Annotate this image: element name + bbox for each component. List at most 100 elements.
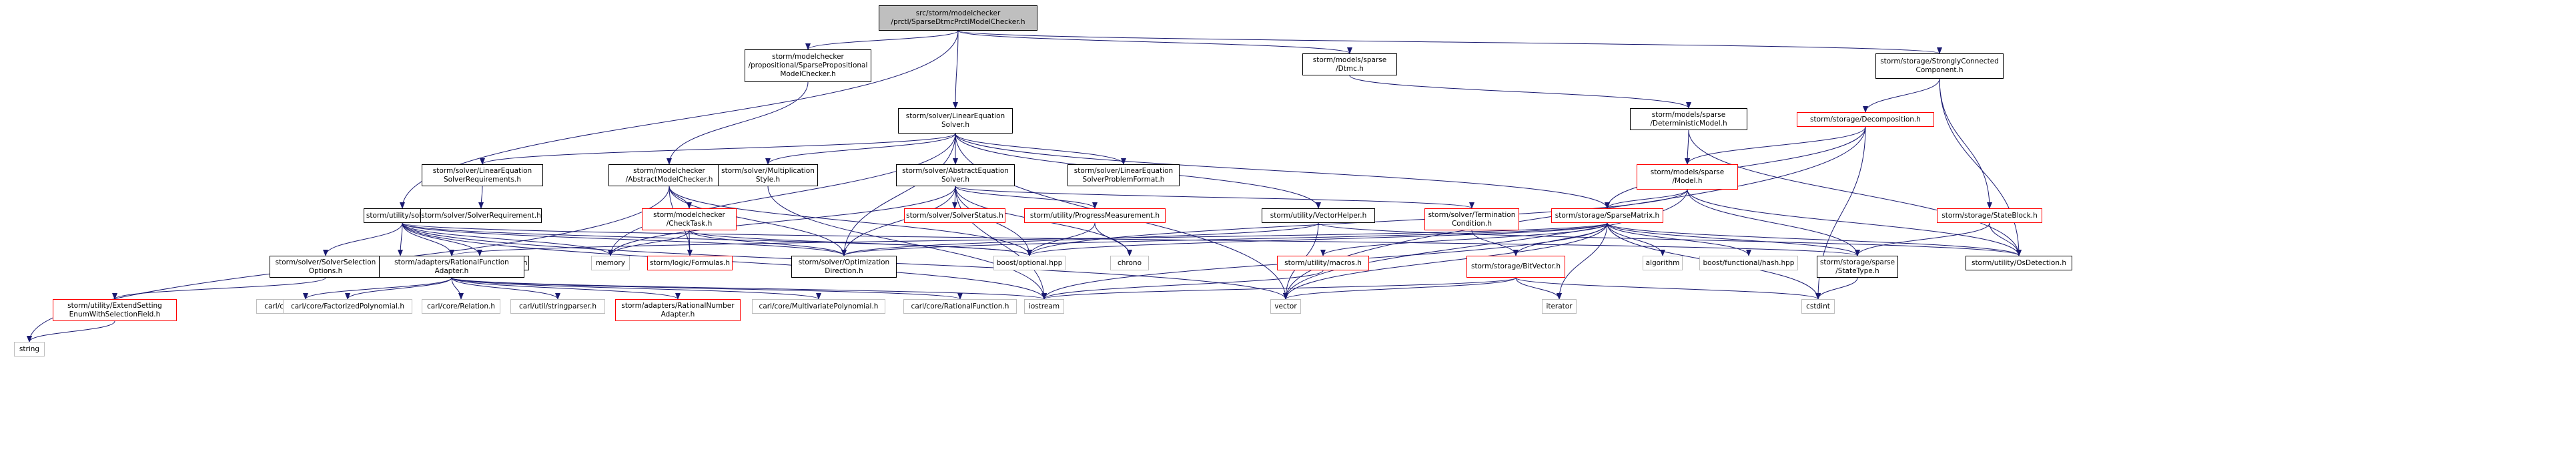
edge-rfadapter-to-rnadapter — [451, 277, 681, 300]
edge-linsolver-to-memory — [608, 133, 956, 256]
node-label-line: memory — [596, 258, 625, 267]
edge-model-to-vector — [1283, 189, 1688, 300]
node-label-line: src/storm/modelchecker — [915, 9, 1001, 17]
node-stateblock[interactable]: storm/storage/StateBlock.h — [1937, 208, 2042, 223]
node-dtmc[interactable]: storm/models/sparse/Dtmc.h — [1302, 53, 1397, 75]
node-label-line: storm/storage/StateBlock.h — [1942, 211, 2038, 220]
edge-rfadapter-to-factpoly — [345, 277, 452, 300]
node-label-line: carl/core/RationalFunction.h — [911, 302, 1009, 310]
node-factpoly[interactable]: carl/core/FactorizedPolynomial.h — [283, 299, 412, 314]
edge-scc-to-osdetect — [1939, 78, 2022, 256]
node-label-line: storm/logic/Formulas.h — [649, 258, 731, 267]
node-iostream[interactable]: iostream — [1024, 299, 1064, 314]
node-iterator[interactable]: iterator — [1542, 299, 1577, 314]
node-multipoly[interactable]: carl/core/MultivariatePolynomial.h — [752, 299, 885, 314]
node-label-line: iterator — [1546, 302, 1573, 310]
node-solverreq[interactable]: storm/solver/SolverRequirement.h — [420, 208, 542, 223]
node-stringparser[interactable]: carl/util/stringparser.h — [510, 299, 605, 314]
edge-dtmc-to-detmodel — [1349, 75, 1691, 109]
edge-abstractsolver-to-optdir — [841, 186, 956, 256]
node-string[interactable]: string — [14, 342, 45, 357]
node-label-line: /AbstractModelChecker.h — [625, 175, 713, 184]
edge-bitvector-to-iterator — [1515, 277, 1562, 300]
node-osdetect[interactable]: storm/utility/OsDetection.h — [1966, 256, 2072, 270]
node-root[interactable]: src/storm/modelchecker/prctl/SparseDtmcP… — [879, 5, 1037, 31]
edge-model-to-sparsematrix — [1605, 189, 1688, 209]
node-vector[interactable]: vector — [1270, 299, 1301, 314]
edge-sparsematrix-to-optdir — [841, 222, 1608, 256]
node-macros[interactable]: storm/utility/macros.h — [1277, 256, 1369, 270]
edge-checktask-to-memory — [608, 230, 690, 256]
edge-selection-to-extendsetting — [112, 277, 326, 300]
node-algorithm[interactable]: algorithm — [1643, 256, 1683, 270]
node-ratfunc[interactable]: carl/core/RationalFunction.h — [903, 299, 1017, 314]
edge-vectorhelper-to-optdir — [841, 222, 1319, 256]
node-memory[interactable]: memory — [591, 256, 630, 270]
edge-utilsolver-to-statetype — [402, 222, 1860, 256]
node-label-line: storm/storage/BitVector.h — [1470, 262, 1561, 270]
edge-propchecker-to-abstractmc — [667, 81, 809, 165]
node-solverstatus[interactable]: storm/solver/SolverStatus.h — [904, 208, 1005, 223]
edge-sparsematrix-to-boosthash — [1607, 222, 1751, 256]
node-label-line: /DeterministicModel.h — [1650, 119, 1727, 128]
node-chrono[interactable]: chrono — [1110, 256, 1149, 270]
node-checktask[interactable]: storm/modelchecker/CheckTask.h — [642, 208, 737, 230]
node-statetype[interactable]: storm/storage/sparse/StateType.h — [1817, 256, 1898, 278]
node-label-line: ModelChecker.h — [780, 70, 836, 78]
edge-rfadapter-to-varpool — [303, 277, 452, 300]
edge-abstractsolver-to-memory — [608, 186, 956, 256]
node-label-line: storm/adapters/RationalFunction — [394, 258, 509, 266]
node-label-line: storm/solver/LinearEquation — [432, 166, 532, 175]
edge-scc-to-stateblock — [1939, 78, 1992, 209]
edge-utilsolver-to-optdir — [402, 222, 847, 256]
node-abstractmc[interactable]: storm/modelchecker/AbstractModelChecker.… — [608, 164, 730, 186]
edge-abstractsolver-to-termination — [955, 186, 1474, 209]
node-label-line: storm/utility/ExtendSetting — [67, 301, 162, 310]
edge-linsolver-to-linprob — [955, 133, 1126, 165]
node-cstdint[interactable]: cstdint — [1801, 299, 1835, 314]
node-boosthash[interactable]: boost/functional/hash.hpp — [1699, 256, 1798, 270]
edge-utilsolver-to-ddtype — [402, 222, 482, 256]
edge-linreq-to-solverreq — [478, 186, 484, 209]
node-label-line: storm/solver/SolverStatus.h — [906, 211, 1003, 220]
edge-sparsematrix-to-vector — [1283, 222, 1608, 300]
node-label-line: storm/solver/SolverRequirement.h — [421, 211, 541, 220]
edge-detmodel-to-osdetect — [1688, 130, 2022, 256]
node-detmodel[interactable]: storm/models/sparse/DeterministicModel.h — [1630, 108, 1747, 130]
node-formulas[interactable]: storm/logic/Formulas.h — [647, 256, 733, 270]
edge-model-to-osdetect — [1687, 189, 2022, 256]
node-decomp[interactable]: storm/storage/Decomposition.h — [1797, 112, 1934, 127]
node-boostopt[interactable]: boost/optional.hpp — [993, 256, 1065, 270]
node-label-line: /prctl/SparseDtmcPrctlModelChecker.h — [891, 18, 1025, 26]
node-label-line: storm/modelchecker — [653, 210, 725, 219]
node-label-line: string — [19, 345, 40, 353]
node-label-line: storm/utility/ProgressMeasurement.h — [1029, 211, 1160, 220]
node-label-line: algorithm — [1645, 258, 1680, 267]
node-propchecker[interactable]: storm/modelchecker/propositional/SparseP… — [745, 49, 871, 82]
node-bitvector[interactable]: storm/storage/BitVector.h — [1466, 256, 1565, 278]
node-label-line: storm/utility/macros.h — [1284, 258, 1362, 267]
node-vectorhelper[interactable]: storm/utility/VectorHelper.h — [1262, 208, 1375, 223]
node-label-line: storm/utility/OsDetection.h — [1971, 258, 2067, 267]
node-progress[interactable]: storm/utility/ProgressMeasurement.h — [1024, 208, 1166, 223]
node-label-line: boost/functional/hash.hpp — [1703, 258, 1795, 267]
node-label-line: boost/optional.hpp — [996, 258, 1063, 267]
node-label-line: Solver.h — [941, 121, 970, 129]
edge-sparsematrix-to-rfadapter — [449, 222, 1608, 256]
node-label-line: carl/core/FactorizedPolynomial.h — [290, 302, 405, 310]
node-relation[interactable]: carl/core/Relation.h — [422, 299, 500, 314]
node-sparsematrix[interactable]: storm/storage/SparseMatrix.h — [1551, 208, 1663, 223]
node-model[interactable]: storm/models/sparse/Model.h — [1637, 164, 1738, 190]
